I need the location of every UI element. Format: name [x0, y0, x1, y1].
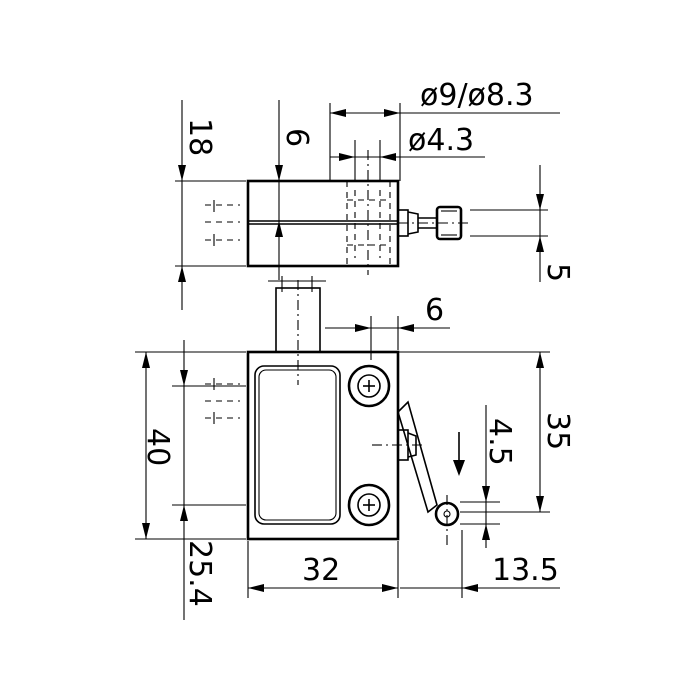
dim-plunger-height: 5	[540, 263, 575, 282]
dim-outer-diameters: ø9/ø8.3	[420, 78, 534, 113]
dim-mount-spacing: 35	[540, 412, 575, 450]
actuation-arrow	[453, 432, 465, 476]
top-view	[205, 150, 470, 275]
front-view	[205, 350, 465, 548]
front-window-inner	[258, 369, 337, 521]
roller-lever	[397, 400, 460, 548]
dimension-lines	[135, 100, 560, 620]
dim-roller-travel: 4.5	[482, 418, 517, 466]
dim-roller-offset: 6	[425, 293, 444, 328]
dim-offset-top: 6	[279, 128, 314, 147]
top-view-hidden-holes	[346, 150, 391, 275]
front-window	[254, 365, 341, 525]
dimension-labels: 18 6 ø9/ø8.3 ø4.3 5 6 40 35 4.5 32 13.5 …	[140, 78, 575, 607]
dim-body-width: 32	[302, 553, 340, 588]
front-view-left-marks	[205, 378, 240, 424]
top-view-left-marks	[205, 200, 240, 246]
top-view-plunger	[397, 205, 470, 241]
dim-base-offset: 25.4	[182, 540, 217, 607]
dim-height-top: 18	[182, 118, 217, 156]
dim-roller-extension: 13.5	[492, 553, 559, 588]
cable-gland	[268, 276, 326, 385]
mount-screw-top	[347, 364, 391, 408]
mount-screw-bottom	[347, 483, 391, 527]
dim-body-height: 40	[140, 428, 175, 466]
dim-hole-diameter: ø4.3	[408, 123, 474, 158]
